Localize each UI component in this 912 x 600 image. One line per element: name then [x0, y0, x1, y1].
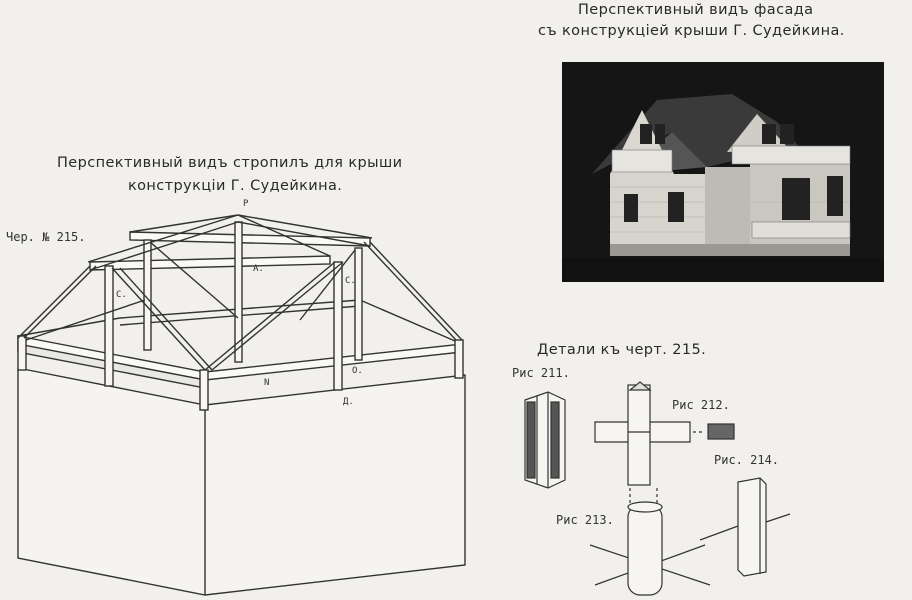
facade-caption-line1: Перспективный видъ фасада: [578, 2, 814, 18]
label-p: Р: [243, 199, 249, 209]
fig-211-label: Рис 211.: [512, 366, 570, 380]
house-facade-photo: [562, 62, 884, 282]
label-o: О.: [352, 366, 363, 376]
fig-214-label: Рис. 214.: [714, 453, 780, 467]
rafters-caption-line1: Перспективный видъ стропилъ для крыши: [57, 155, 403, 171]
details-title: Детали къ черт. 215.: [537, 342, 707, 358]
fig-212-label: Рис 212.: [672, 398, 730, 412]
label-a: А.: [253, 264, 264, 274]
drawing-number: Чер. № 215.: [6, 230, 86, 244]
label-c-left: С.: [116, 290, 127, 300]
label-n: N: [264, 378, 270, 388]
label-c-right: С.: [345, 276, 356, 286]
facade-caption-line2: съ конструкціей крыши Г. Судейкина.: [538, 23, 845, 39]
rafters-caption-line2: конструкціи Г. Судейкина.: [128, 178, 343, 194]
fig-213-label: Рис 213.: [556, 513, 614, 527]
label-d: Д.: [343, 397, 354, 407]
